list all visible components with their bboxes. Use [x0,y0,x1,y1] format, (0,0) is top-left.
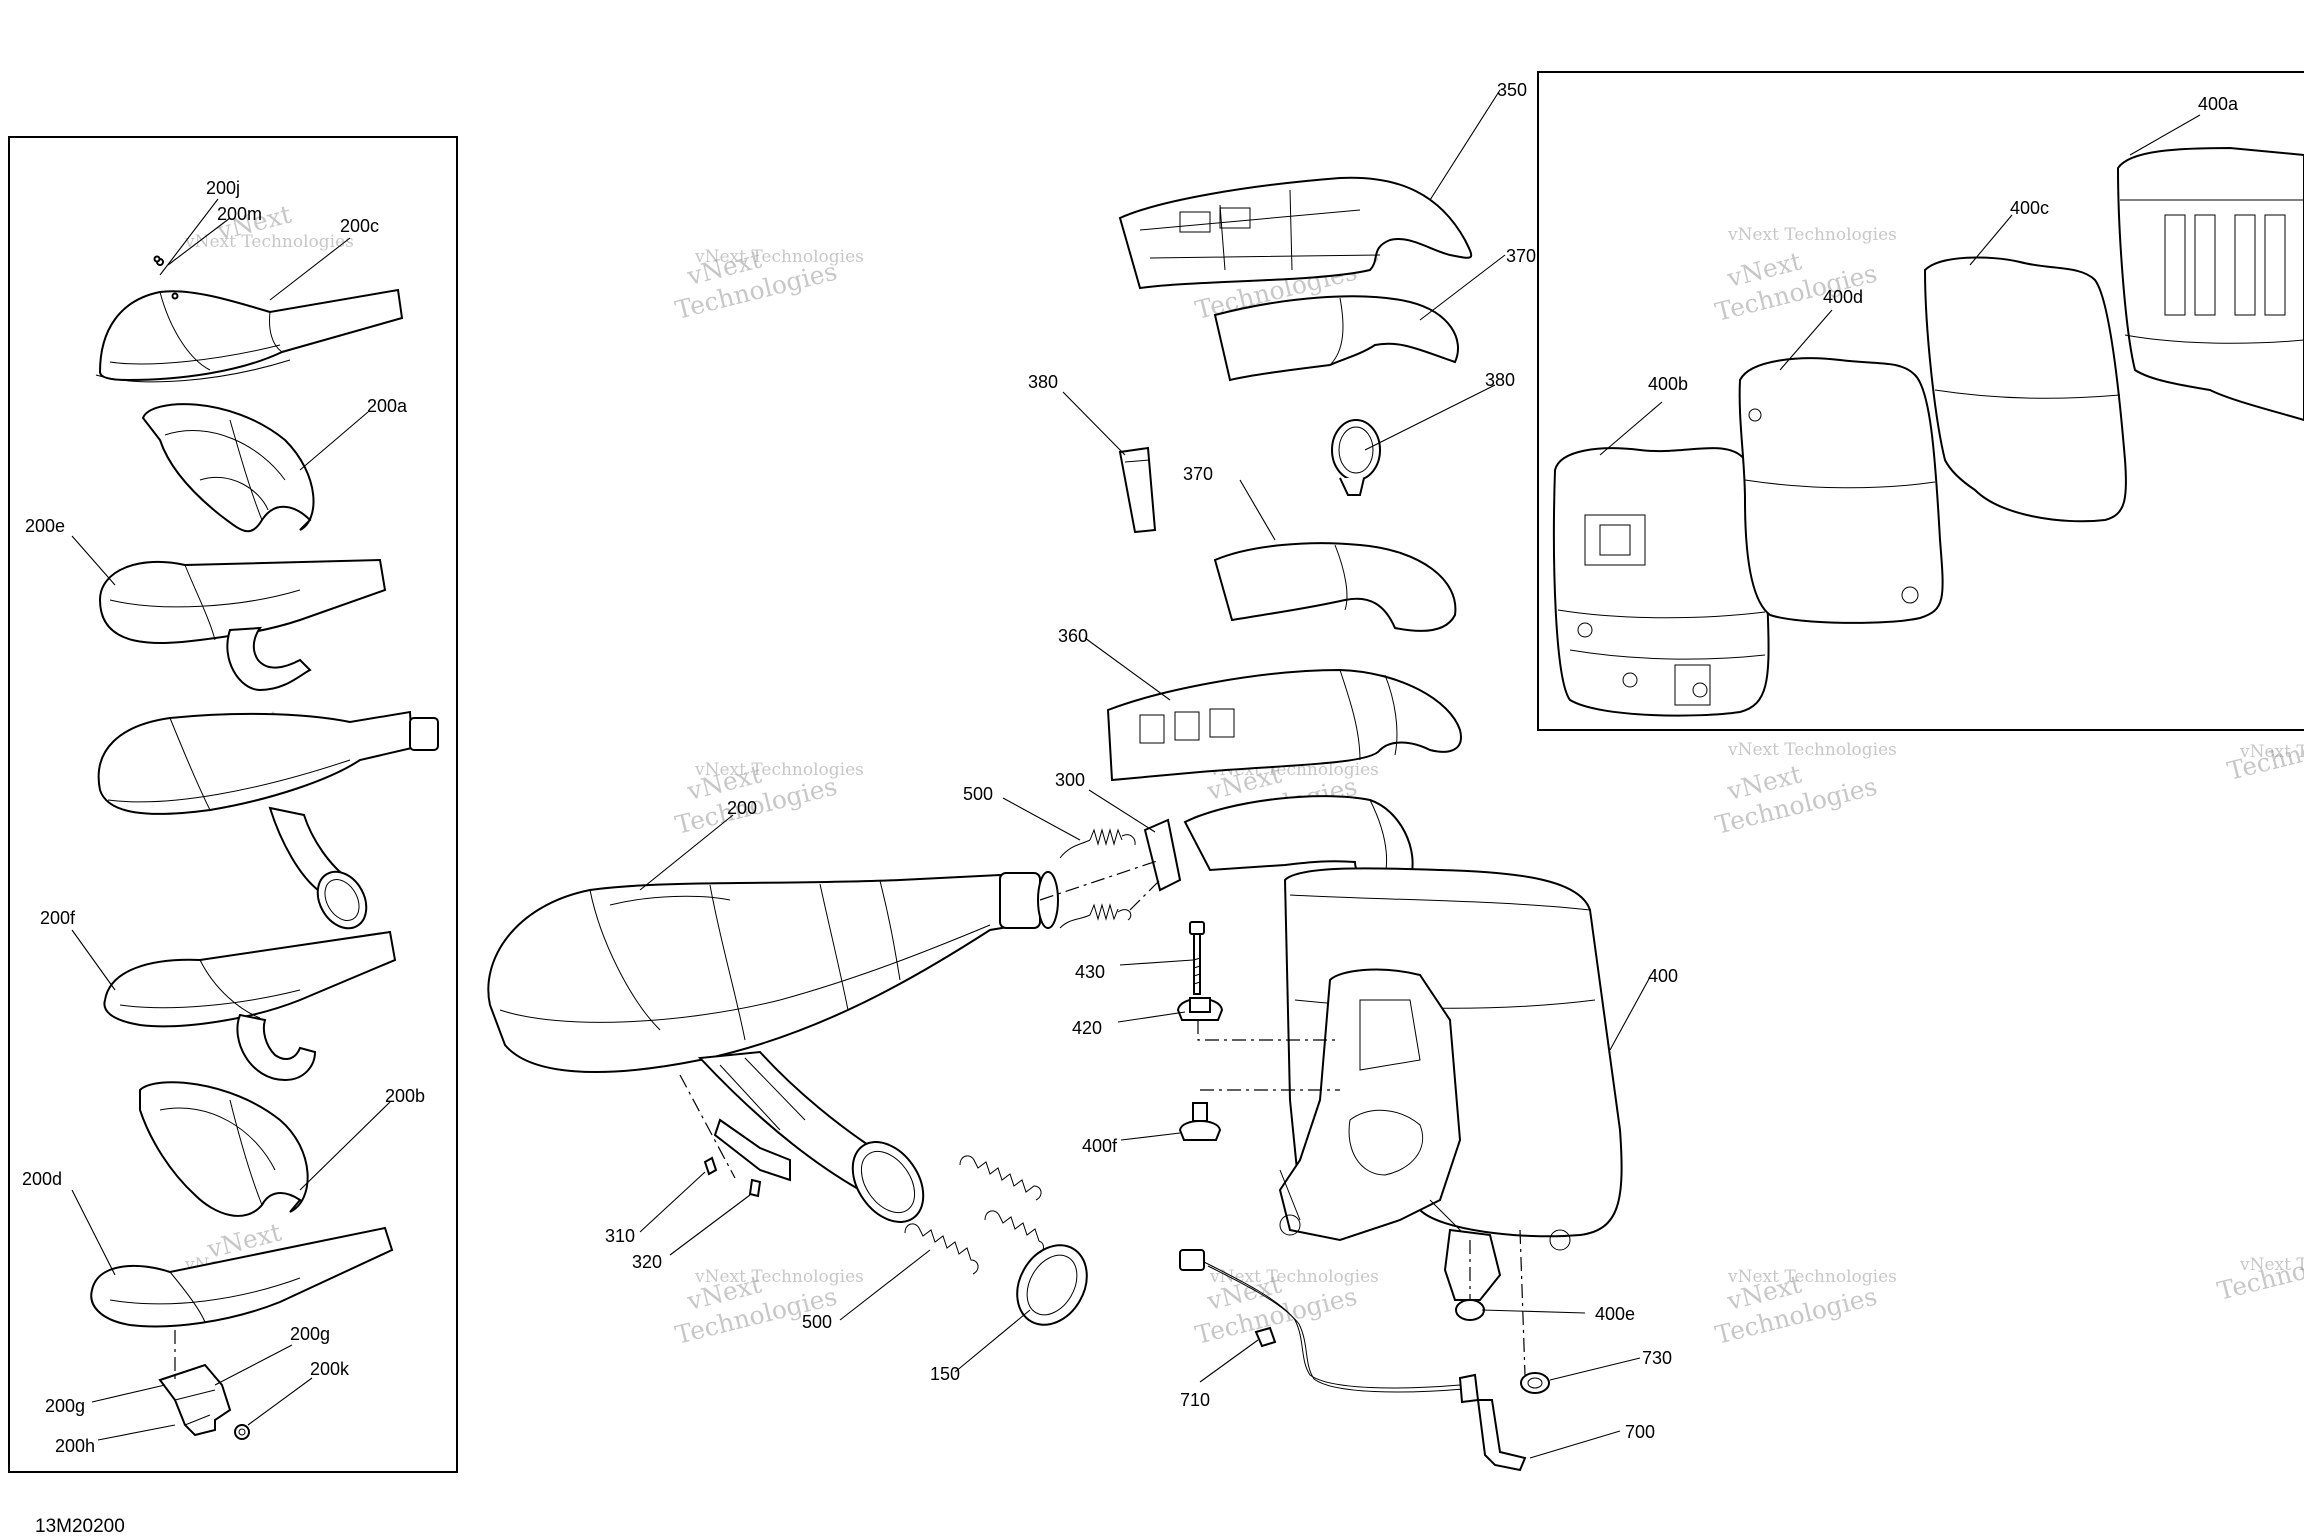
part-380-clamp-right [1331,419,1381,496]
callout-370-mid: 370 [1183,464,1213,484]
callout-700: 700 [1625,1422,1655,1442]
callout-400e: 400e [1595,1304,1635,1324]
part-400c-shell [1923,256,2127,523]
part-200-muffler [487,871,1059,1223]
callout-380-right: 380 [1485,370,1515,390]
watermark-caption: vNext Technologies [184,232,354,252]
callout-310: 310 [605,1226,635,1246]
callout-300: 300 [1055,770,1085,790]
callout-400d: 400d [1823,287,1863,307]
part-380-clamp-left [1118,446,1157,534]
callout-400a: 400a [2198,94,2239,114]
part-200e [98,558,387,692]
callout-200d: 200d [22,1169,62,1189]
callout-360: 360 [1058,626,1088,646]
callout-400f: 400f [1082,1136,1118,1156]
part-500-springs [904,828,1136,1275]
watermark-caption: vNext Technologies [1727,740,1897,760]
assembly-lines [174,859,1526,1380]
callout-730: 730 [1642,1348,1672,1368]
watermark: vNext Technologies [672,760,840,840]
callout-200f: 200f [40,908,76,928]
callout-370-top: 370 [1506,246,1536,266]
part-310 [703,1156,718,1176]
callout-200b: 200b [385,1086,425,1106]
part-200c [95,258,404,383]
part-400-silencer [1183,795,1623,1301]
watermark-caption: vNext Technologies [694,1267,864,1287]
part-400d-shell [1738,357,1944,624]
callout-200g-top: 200g [290,1324,330,1344]
watermark-caption: vNext Technologies [1209,1267,1379,1287]
watermark: vNext Technologies [1712,1270,1880,1350]
muffler-detail-frame [8,136,458,1473]
watermark-caption: vNext Technologies [1727,1267,1897,1287]
callout-400b: 400b [1648,374,1688,394]
callout-500-bottom: 500 [802,1312,832,1332]
part-300-gasket [1143,818,1182,892]
callout-200e: 200e [25,516,65,536]
part-370-upper [1213,295,1459,382]
watermark-caption: vNext Technologies [1727,225,1897,245]
leader-lines [71,89,2201,1459]
callout-200h: 200h [55,1436,95,1456]
part-200f [103,930,397,1082]
watermark-caption: vNext Technologies [694,760,864,780]
callout-350: 350 [1497,80,1527,100]
watermark-caption: vNext Technologies [2239,1255,2304,1275]
part-320 [748,1178,762,1198]
silencer-detail-frame [1537,71,2304,731]
part-360-inlet-pipe [1106,668,1462,782]
callout-400: 400 [1648,966,1678,986]
part-400b-shell [1552,447,1770,717]
part-200a [141,403,315,533]
callout-500-top: 500 [963,784,993,804]
part-200g-bracket [153,255,250,1440]
callout-200c: 200c [340,216,379,236]
watermark-caption: vNext Technologies [2239,742,2304,762]
callout-380-left: 380 [1028,372,1058,392]
part-730-clamp [1520,1372,1550,1394]
part-710-clip [1254,1326,1277,1348]
callout-200a: 200a [367,396,408,416]
part-350-heat-shield [1118,176,1473,290]
callout-200k: 200k [310,1359,350,1379]
drawing-code: 13M20200 [35,1516,125,1536]
callout-150: 150 [930,1364,960,1384]
callout-200g-left: 200g [45,1396,85,1416]
part-400e-grommet [1455,1299,1485,1321]
callout-200j: 200j [206,178,240,198]
callout-400c: 400c [2010,198,2049,218]
watermark-caption: vNext Technologies [694,247,864,267]
part-700-sensor-harness [1179,1249,1527,1472]
callout-710: 710 [1180,1390,1210,1410]
part-200b [139,1081,309,1217]
part-370-middle [1213,542,1457,632]
muffler-subparts [90,255,439,1440]
callout-labels: 350 370 380 380 370 360 200 300 500 430 … [22,80,2239,1456]
part-430-bolt [1189,921,1205,995]
callout-200m: 200m [217,204,262,224]
part-420-grommet [1176,997,1224,1021]
callout-200: 200 [727,798,757,818]
part-400f-grommet [1178,1102,1222,1141]
part-200-assembled [97,710,439,930]
callout-320: 320 [632,1252,662,1272]
part-400a-shell [2116,146,2304,422]
callout-430: 430 [1075,962,1105,982]
watermark: vNext Technologies [672,245,840,325]
part-150-ring [1016,1244,1088,1326]
part-200d [90,1226,394,1328]
callout-420: 420 [1072,1018,1102,1038]
